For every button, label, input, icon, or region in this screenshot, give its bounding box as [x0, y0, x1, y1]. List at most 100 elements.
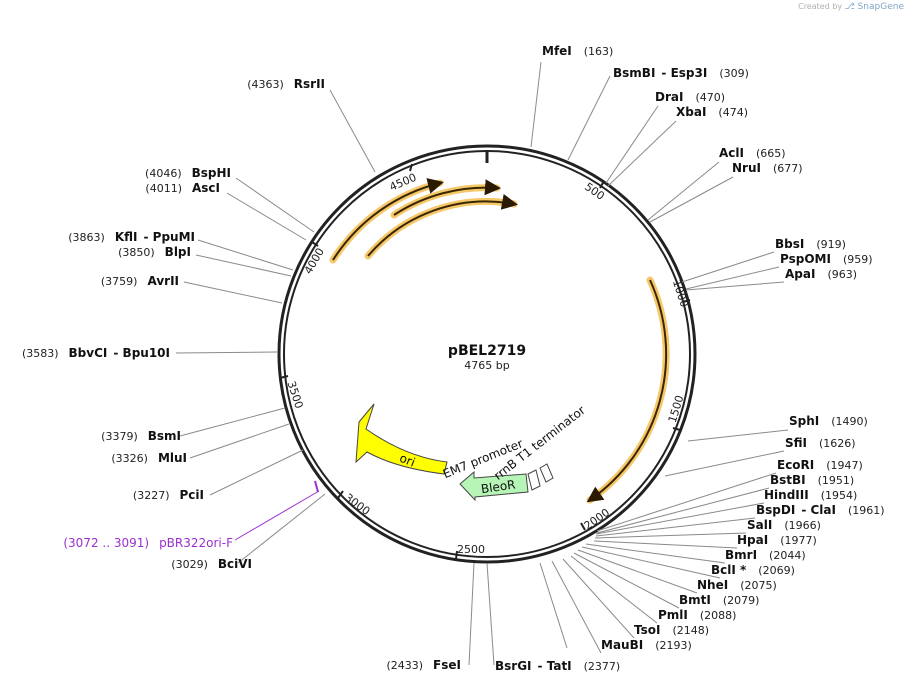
leader-line: [226, 192, 307, 241]
leader-line: [183, 281, 283, 304]
leader-line: [596, 472, 777, 532]
enzyme-label: PmlI(2088): [658, 608, 736, 622]
enzyme-label: BmtI(2079): [679, 593, 759, 607]
leader-line: [179, 407, 286, 437]
tick-mark: [682, 299, 691, 303]
leader-line: [567, 75, 611, 161]
enzyme-label: EcoRI(1947): [777, 458, 863, 472]
leader-line: [605, 105, 659, 184]
leader-line: [530, 61, 542, 148]
leader-line: [649, 176, 734, 223]
enzyme-label: (3029)BciVI: [171, 557, 252, 571]
orf-arc-4: [586, 279, 668, 503]
em7-promoter-feature: [527, 469, 541, 491]
orf-features: [329, 178, 670, 504]
enzyme-label: MfeI(163): [542, 44, 613, 58]
enzyme-label: SphI(1490): [789, 414, 868, 428]
leader-line: [577, 549, 698, 594]
enzyme-label: SfiI(1626): [785, 436, 856, 450]
enzyme-labels-right: MfeI(163) BsmBI- Esp3I(309) DraI(470) Xb…: [495, 44, 885, 673]
enzyme-label: BclI *(2069): [711, 563, 795, 577]
plasmid-name: pBEL2719: [448, 343, 526, 359]
enzyme-label: AclI(665): [719, 146, 786, 160]
leader-line: [581, 546, 721, 579]
leader-line: [596, 487, 770, 534]
enzyme-label: BbsI(919): [775, 237, 846, 251]
leader-line: [235, 177, 315, 233]
enzyme-label: SalI(1966): [747, 518, 821, 532]
tick-label-1000: 1000: [670, 278, 691, 309]
bleor-label: BleoR: [480, 477, 516, 496]
orf-arc-3: [367, 193, 518, 257]
tick-label-2000: 2000: [582, 506, 612, 533]
leader-line: [595, 517, 756, 537]
enzyme-label: (3326)MluI: [111, 451, 187, 465]
backbone-outer: [277, 144, 697, 564]
credit-brand: SnapGene: [857, 2, 904, 12]
enzyme-label: TsoI(2148): [634, 623, 709, 637]
tick-mark: [599, 180, 605, 189]
enzyme-label: NheI(2075): [697, 578, 777, 592]
enzyme-label: (4363)RsrII: [247, 77, 325, 91]
enzyme-labels-left: (4363)RsrII (4046)BspHI (4011)AscI (3863…: [22, 77, 461, 672]
orf-arc-1-outline: [329, 179, 444, 264]
leader-line: [570, 555, 658, 624]
leader-lines: [175, 61, 789, 666]
enzyme-label: (3583)BbvCI- Bpu10I: [22, 346, 170, 360]
leader-line: [685, 281, 785, 291]
enzyme-label: PspOMI(959): [780, 252, 873, 266]
bleor-feature: [459, 470, 529, 502]
leader-line: [486, 562, 495, 666]
snapgene-credit: Created by ⎇ SnapGene: [798, 2, 904, 12]
leader-line: [197, 239, 294, 271]
leader-line: [664, 450, 785, 477]
leader-line: [562, 558, 635, 639]
tick-mark: [279, 375, 289, 379]
leader-line: [468, 562, 475, 666]
enzyme-label: (3227)PciI: [133, 488, 204, 502]
enzyme-label: (4046)BspHI: [145, 166, 231, 180]
leader-line: [593, 540, 738, 549]
leader-line: [329, 89, 376, 173]
enzyme-label: XbaI(474): [676, 105, 748, 119]
enzyme-label: ApaI(963): [785, 267, 857, 281]
enzyme-label: HpaI(1977): [737, 533, 817, 547]
enzyme-label: BstBI(1951): [770, 473, 854, 487]
leader-line: [595, 502, 765, 535]
enzyme-label: (3759)AvrII: [101, 274, 179, 288]
inner-features: ori BleoR EM7 promoter rrnB T1 terminato…: [355, 403, 588, 502]
leader-line: [585, 543, 726, 564]
leader-line: [539, 562, 568, 649]
ori-label: ori: [397, 451, 417, 470]
primer-leader: [234, 490, 320, 541]
primer-marker: [314, 480, 319, 493]
orf-arc-1: [332, 178, 444, 261]
tick-label-2500: 2500: [457, 543, 485, 556]
enzyme-label: BmrI(2044): [725, 548, 806, 562]
leader-line: [209, 449, 304, 496]
leader-line: [685, 266, 780, 290]
ori-feature: [355, 403, 448, 475]
enzyme-label: BspDI- ClaI(1961): [756, 503, 885, 517]
enzyme-label: (3850)BlpI: [118, 245, 191, 259]
enzyme-label: NruI(677): [732, 161, 803, 175]
enzyme-label: BsmBI- Esp3I(309): [613, 66, 749, 80]
enzyme-label: BsrGI- TatI(2377): [495, 659, 620, 673]
leader-line: [573, 552, 680, 609]
plasmid-size: 4765 bp: [464, 359, 509, 372]
tick-mark: [409, 163, 413, 172]
enzyme-label: (4011)AscI: [145, 181, 220, 195]
enzyme-label: HindIII(1954): [764, 488, 857, 502]
rrnb-terminator-feature: [539, 463, 554, 483]
tick-mark: [672, 427, 681, 431]
leader-line: [687, 429, 789, 442]
tick-mark: [455, 550, 458, 560]
enzyme-label: (2433)FseI: [386, 658, 461, 672]
leader-line: [189, 423, 290, 459]
enzyme-label: DraI(470): [655, 90, 725, 104]
credit-text: Created by: [798, 2, 843, 11]
orf-arc-2: [393, 179, 501, 216]
leader-line: [607, 120, 677, 187]
leader-line: [551, 560, 602, 654]
